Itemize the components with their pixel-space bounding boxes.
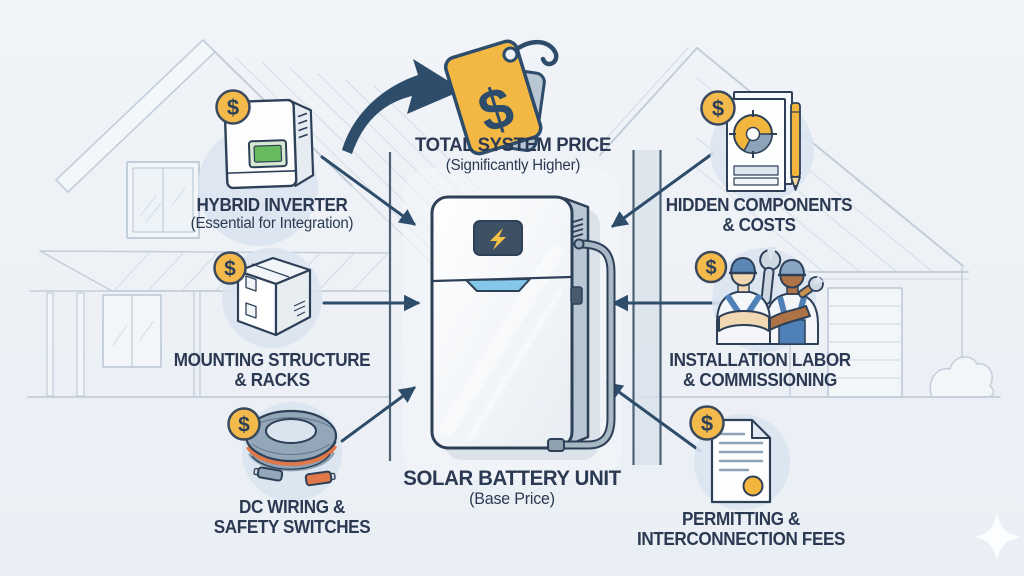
battery-subtitle: (Base Price) <box>469 490 555 509</box>
worker-right <box>765 259 824 345</box>
swoosh-arrow-to-price <box>342 59 463 154</box>
labor-title-line2: & COMMISSIONING <box>683 370 837 391</box>
small-wrench-icon <box>797 276 824 299</box>
lightning-bolt-icon <box>490 228 506 250</box>
mounting-title-line1: MOUNTING STRUCTURE <box>173 350 371 370</box>
label-hidden-components: HIDDEN COMPONENTS & COSTS <box>629 195 889 235</box>
side-button <box>570 286 583 305</box>
hybrid-inverter-title: HYBRID INVERTER <box>196 195 348 215</box>
cable-coil-illustration <box>242 402 342 502</box>
label-mounting-structure: MOUNTING STRUCTURE & RACKS <box>142 350 402 390</box>
wiring-title-line2: SAFETY SWITCHES <box>213 517 371 538</box>
battery-title: SOLAR BATTERY UNIT <box>403 466 621 490</box>
svg-text:$: $ <box>705 257 716 279</box>
svg-text:$: $ <box>224 258 236 281</box>
label-permitting-fees: PERMITTING & INTERCONNECTION FEES <box>591 509 891 549</box>
permit-document-illustration <box>694 414 790 510</box>
bush <box>929 356 995 398</box>
hidden-title-line2: & COSTS <box>722 215 796 236</box>
arrow-permit-to-battery <box>605 382 702 453</box>
label-installation-labor: INSTALLATION LABOR & COMMISSIONING <box>630 350 890 390</box>
dollar-coin-icon: $ <box>689 405 725 441</box>
dollar-coin-icon: $ <box>213 251 247 285</box>
hybrid-inverter-subtitle: (Essential for Integration) <box>190 215 354 233</box>
dollar-coin-icon: $ <box>700 90 736 126</box>
label-dc-wiring: DC WIRING & SAFETY SWITCHES <box>162 497 422 537</box>
label-solar-battery-unit: SOLAR BATTERY UNIT (Base Price) <box>377 466 647 509</box>
mounting-title-line2: & RACKS <box>234 370 310 391</box>
total-price-subtitle: (Significantly Higher) <box>445 156 581 174</box>
wiring-title-line1: DC WIRING & <box>238 497 346 517</box>
label-total-system-price: TOTAL SYSTEM PRICE (Significantly Higher… <box>383 134 643 174</box>
inverter-illustration <box>198 98 318 246</box>
price-tag-icon: $ <box>443 39 559 156</box>
battery-unit-illustration <box>430 195 616 460</box>
sparkle-icon <box>975 512 1020 561</box>
arrow-wiring-to-battery <box>340 386 416 443</box>
house-window-upper <box>126 161 200 239</box>
blue-accent <box>465 278 531 292</box>
svg-text:$: $ <box>701 411 713 436</box>
pie-chart-icon <box>729 110 777 158</box>
dollar-coin-icon: $ <box>694 250 728 284</box>
label-hybrid-inverter: HYBRID INVERTER (Essential for Integrati… <box>142 195 402 233</box>
arrow-hidden-to-battery <box>610 152 714 228</box>
svg-text:$: $ <box>227 95 239 120</box>
worker-left <box>716 257 771 345</box>
battery-cable <box>555 239 616 450</box>
wrench-icon <box>759 246 782 305</box>
mounting-box-illustration <box>222 248 322 348</box>
arrow-inverter-to-battery <box>320 155 417 226</box>
dollar-coin-icon: $ <box>227 407 261 441</box>
total-price-title: TOTAL SYSTEM PRICE <box>415 134 611 156</box>
svg-text:$: $ <box>238 414 250 437</box>
permit-title-line1: PERMITTING & <box>681 509 800 529</box>
labor-title-line1: INSTALLATION LABOR <box>669 350 851 370</box>
pencil-icon <box>790 102 801 191</box>
permit-title-line2: INTERCONNECTION FEES <box>636 529 846 550</box>
hidden-title-line1: HIDDEN COMPONENTS <box>665 195 853 215</box>
garage-door <box>827 287 903 398</box>
seal-icon <box>742 475 764 497</box>
svg-text:$: $ <box>712 96 724 121</box>
dollar-coin-icon: $ <box>215 89 251 125</box>
components-document-illustration <box>710 91 814 202</box>
workers-illustration <box>712 246 824 352</box>
